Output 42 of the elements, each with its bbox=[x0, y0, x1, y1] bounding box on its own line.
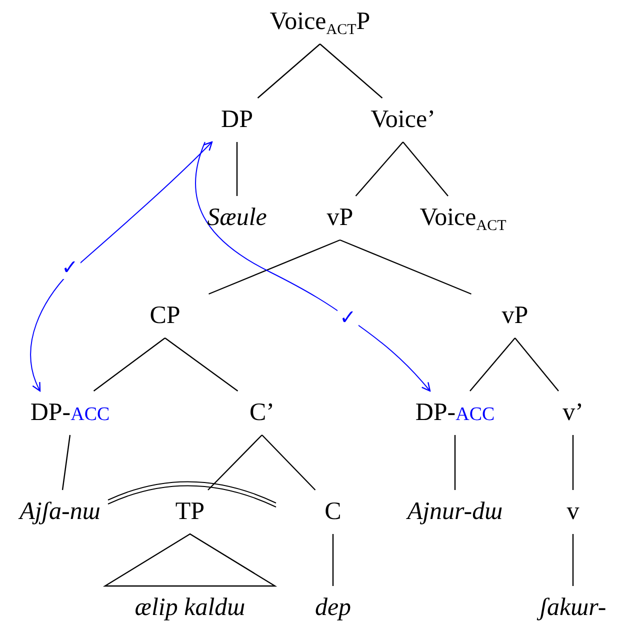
tree-branch bbox=[93, 338, 166, 392]
tree-branch bbox=[164, 338, 238, 392]
tree-branch bbox=[262, 434, 316, 490]
movement-arrow bbox=[194, 142, 431, 392]
tree-branch bbox=[454, 435, 456, 490]
tree-node-label: Voice$_{ACT}$P bbox=[268, 0, 372, 44]
tree-node-label: v bbox=[564, 490, 582, 534]
tree-triangle bbox=[102, 533, 278, 587]
tree-node-label: CP bbox=[148, 294, 182, 338]
tree-branch bbox=[340, 239, 472, 295]
tree-branch bbox=[320, 44, 383, 98]
tree-branch bbox=[257, 44, 320, 98]
tree-branch bbox=[208, 434, 262, 490]
tree-node-label: Voice$_{ACT}$ bbox=[418, 196, 508, 240]
tree-branch bbox=[208, 239, 340, 295]
tree-branch bbox=[402, 142, 448, 196]
tree-node-label: dep bbox=[312, 586, 354, 626]
tree-branch bbox=[62, 434, 71, 490]
tree-branch bbox=[572, 534, 574, 586]
tree-node-label: v’ bbox=[560, 391, 586, 435]
tree-node-label: Ajʃa-nɯ bbox=[18, 490, 102, 534]
tree-branch bbox=[470, 338, 516, 392]
tree-node-label: TP bbox=[173, 490, 207, 534]
tree-node-label: vP bbox=[500, 294, 530, 338]
tree-branch bbox=[236, 142, 238, 196]
tree-branch bbox=[355, 142, 404, 196]
tree-node-label: vP bbox=[324, 196, 356, 240]
tree-node-label: DP bbox=[219, 98, 255, 142]
tree-node-label: ʃakɯr- bbox=[538, 586, 608, 626]
tree-branch bbox=[514, 338, 559, 392]
tree-node-label: C bbox=[322, 490, 344, 534]
tree-node-label: C’ bbox=[248, 391, 276, 435]
movement-arrow bbox=[30, 141, 213, 392]
tree-node-label: DP-ACC bbox=[413, 391, 497, 435]
tree-node-label: Ajnur-dɯ bbox=[405, 490, 505, 534]
tree-node-label: Voice’ bbox=[368, 98, 438, 142]
tree-node-label: ælip kaldɯ bbox=[132, 586, 248, 626]
tree-node-label: DP-ACC bbox=[28, 391, 112, 435]
edge-label: ✓ bbox=[338, 307, 358, 329]
tree-branch bbox=[572, 435, 574, 490]
tree-node-label: Sæule bbox=[205, 196, 269, 240]
tree-branch bbox=[332, 534, 334, 586]
